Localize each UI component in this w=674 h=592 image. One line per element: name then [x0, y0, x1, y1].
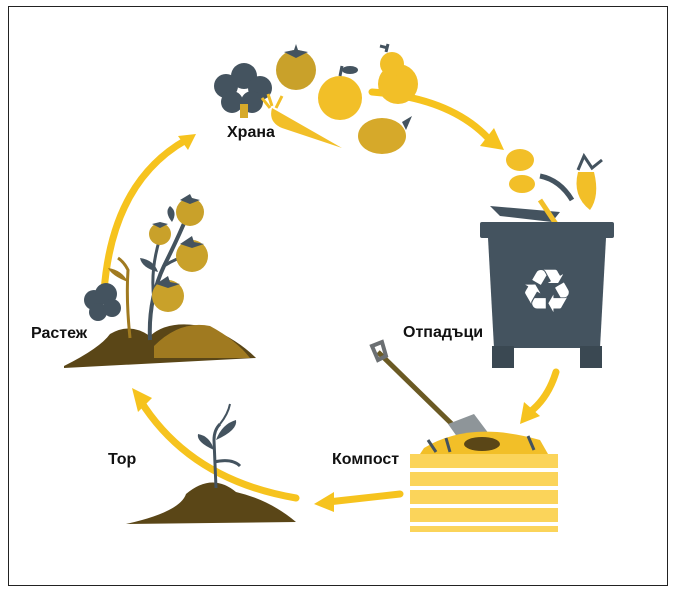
- tomato-plant-icon: [64, 194, 256, 368]
- food-scraps-icon: [490, 149, 603, 232]
- label-food: Храна: [227, 124, 275, 141]
- food-icon: [214, 43, 418, 154]
- arrowhead-waste-to-compost: [520, 402, 540, 424]
- arrow-compost-to-fertilizer: [324, 490, 404, 506]
- waste-bin-icon: ♻: [480, 149, 614, 368]
- seedling-icon: [126, 403, 296, 524]
- diagram-frame: [8, 6, 668, 586]
- apple-icon: [318, 65, 362, 120]
- label-growth: Растеж: [31, 325, 88, 342]
- compost-crate-icon: [410, 431, 558, 532]
- lemon-icon: [358, 116, 412, 154]
- arrow-fertilizer-to-growth: [136, 396, 300, 502]
- pear-icon: [378, 43, 418, 104]
- arrowhead-growth-to-food: [178, 134, 196, 150]
- arrowhead-fertilizer-to-growth: [132, 388, 152, 412]
- bin-body: [488, 238, 606, 348]
- arrowhead-compost-to-fertilizer: [314, 492, 334, 512]
- arrowhead-food-to-waste: [480, 128, 504, 150]
- arrow-waste-to-compost: [526, 368, 560, 416]
- label-compost: Компост: [332, 451, 400, 468]
- arrow-heads: [132, 128, 540, 512]
- recycle-icon: ♻: [520, 257, 574, 327]
- arrow-growth-to-food: [100, 136, 190, 296]
- tomato-icon: [276, 44, 316, 90]
- broccoli-icon: [214, 63, 272, 118]
- label-fertilizer: Тор: [108, 451, 137, 468]
- soil-mound-fertilizer: [126, 482, 296, 524]
- label-waste: Отпадъци: [403, 324, 484, 341]
- cycle-arrows: [100, 88, 560, 506]
- bin-lid: [480, 222, 614, 238]
- carrot-icon: [260, 93, 342, 148]
